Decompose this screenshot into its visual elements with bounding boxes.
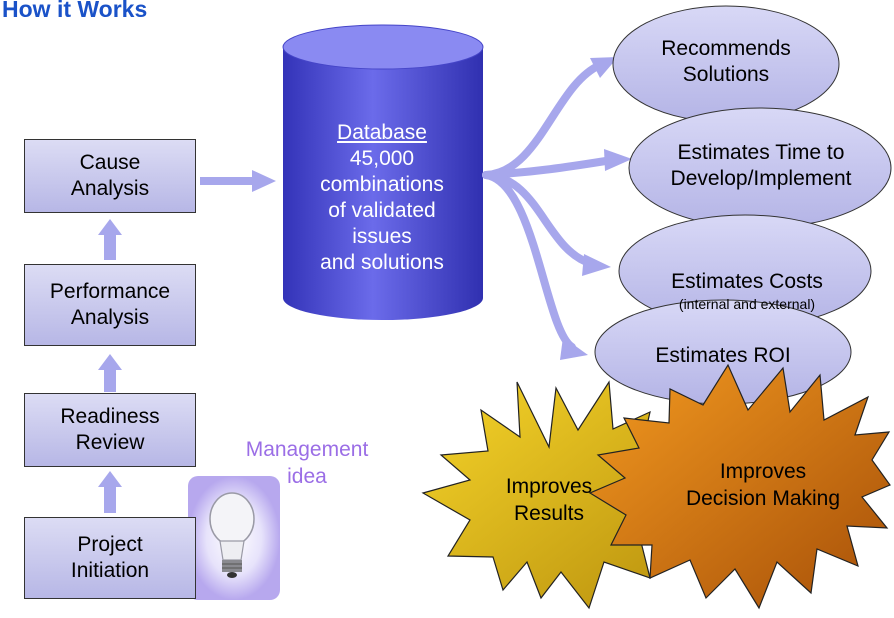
database-count: 45,000 [349, 147, 415, 170]
label-improves-results: Improves Results [505, 475, 593, 525]
database-heading: Database [337, 121, 427, 144]
step-readiness-review: Readiness Review [24, 393, 196, 467]
database-cylinder [282, 24, 484, 320]
step-cause-analysis: Cause Analysis [24, 139, 196, 213]
output-ellipses [594, 5, 892, 405]
database-label: Database 45,000 combinations of validate… [282, 120, 482, 276]
output-estimates-time: Estimates Time to Develop/Implement [670, 141, 852, 190]
costs-label: Estimates Costs [671, 270, 823, 293]
arrow-to-roi [482, 171, 576, 351]
star-improves-results [421, 380, 723, 610]
arrow-readiness-to-performance [98, 354, 122, 392]
database-line-4: and solutions [320, 251, 444, 274]
output-estimates-costs: Estimates Costs (internal and external) [622, 243, 872, 339]
output-arrows [482, 61, 616, 351]
arrow-to-time [482, 156, 616, 179]
costs-note: (internal and external) [678, 296, 816, 312]
output-arrowheads [560, 57, 632, 360]
output-recommends-solutions: Recommends Solutions [661, 37, 791, 86]
arrow-to-recommends [482, 61, 604, 179]
output-estimates-roi: Estimates ROI [655, 344, 791, 367]
label-improves-decision-making: Improves Decision Making [685, 460, 841, 510]
star-improves-decision-making [588, 363, 891, 610]
arrow-initiation-to-readiness [98, 471, 122, 513]
arrow-cause-to-database [200, 170, 276, 192]
arrow-performance-to-cause [98, 219, 122, 260]
database-line-2: of validated [328, 199, 436, 222]
page-title: How it Works [2, 0, 148, 22]
management-idea-label: Management idea [245, 438, 369, 488]
step-performance-analysis: Performance Analysis [24, 264, 196, 346]
step-project-initiation: Project Initiation [24, 517, 196, 599]
database-line-1: combinations [320, 173, 444, 196]
lightbulb-icon [188, 476, 280, 600]
database-line-3: issues [352, 225, 412, 248]
step-arrows [98, 170, 276, 513]
